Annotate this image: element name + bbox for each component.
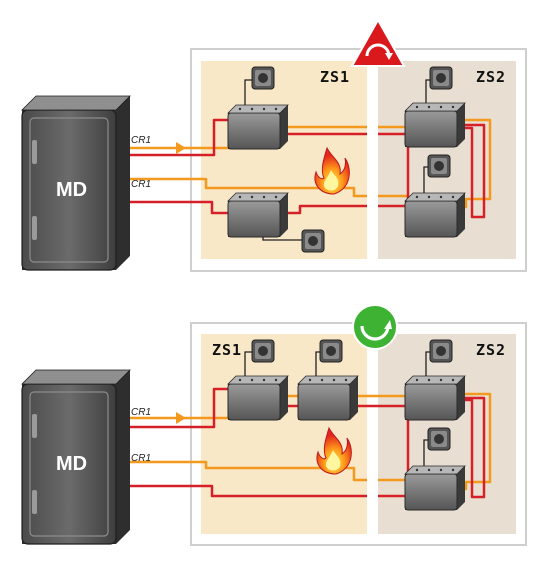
detector-icon bbox=[427, 154, 451, 178]
detector-icon bbox=[319, 339, 343, 363]
check-circle-icon bbox=[352, 304, 398, 350]
circuit-label-1: CR1 bbox=[131, 407, 151, 418]
distributor-label: MD bbox=[56, 453, 87, 475]
zone-label-zs2: ZS2 bbox=[476, 341, 506, 359]
zone-label-zs2: ZS2 bbox=[476, 68, 506, 86]
detector-icon bbox=[427, 427, 451, 451]
fire-wall-opening bbox=[367, 61, 378, 259]
fire-wall-opening bbox=[367, 466, 378, 534]
arrow-head bbox=[176, 142, 186, 154]
zone-zs1 bbox=[201, 334, 367, 534]
detector-icon bbox=[301, 229, 325, 253]
detector-icon bbox=[429, 66, 453, 90]
junction-box-icon bbox=[404, 102, 466, 148]
junction-box-icon bbox=[404, 375, 466, 421]
cable-orange-top bbox=[124, 118, 492, 209]
zone-label-zs1: ZS1 bbox=[212, 341, 242, 359]
circuit-label-1: CR1 bbox=[131, 135, 151, 146]
junction-box-icon bbox=[227, 375, 289, 421]
warning-triangle-icon bbox=[350, 17, 406, 67]
junction-box-icon bbox=[297, 375, 359, 421]
junction-box-icon bbox=[227, 192, 289, 238]
detector-icon bbox=[429, 339, 453, 363]
junction-box-icon bbox=[404, 465, 466, 511]
junction-box-icon bbox=[227, 104, 289, 150]
arrow-head bbox=[176, 412, 186, 424]
junction-box-icon bbox=[404, 192, 466, 238]
circuit-label-2: CR1 bbox=[131, 453, 151, 464]
panel-bottom: ZS1 ZS2 MD CR1 CR1 bbox=[21, 304, 527, 546]
circuit-label-2: CR1 bbox=[131, 179, 151, 190]
panel-top: ZS1 ZS2 MD CR1 CR1 bbox=[21, 17, 527, 272]
distributor-label: MD bbox=[56, 179, 87, 201]
detector-icon bbox=[251, 339, 275, 363]
cable-red-bottom bbox=[124, 387, 486, 499]
detector-icon bbox=[251, 66, 275, 90]
zone-label-zs1: ZS1 bbox=[320, 68, 350, 86]
